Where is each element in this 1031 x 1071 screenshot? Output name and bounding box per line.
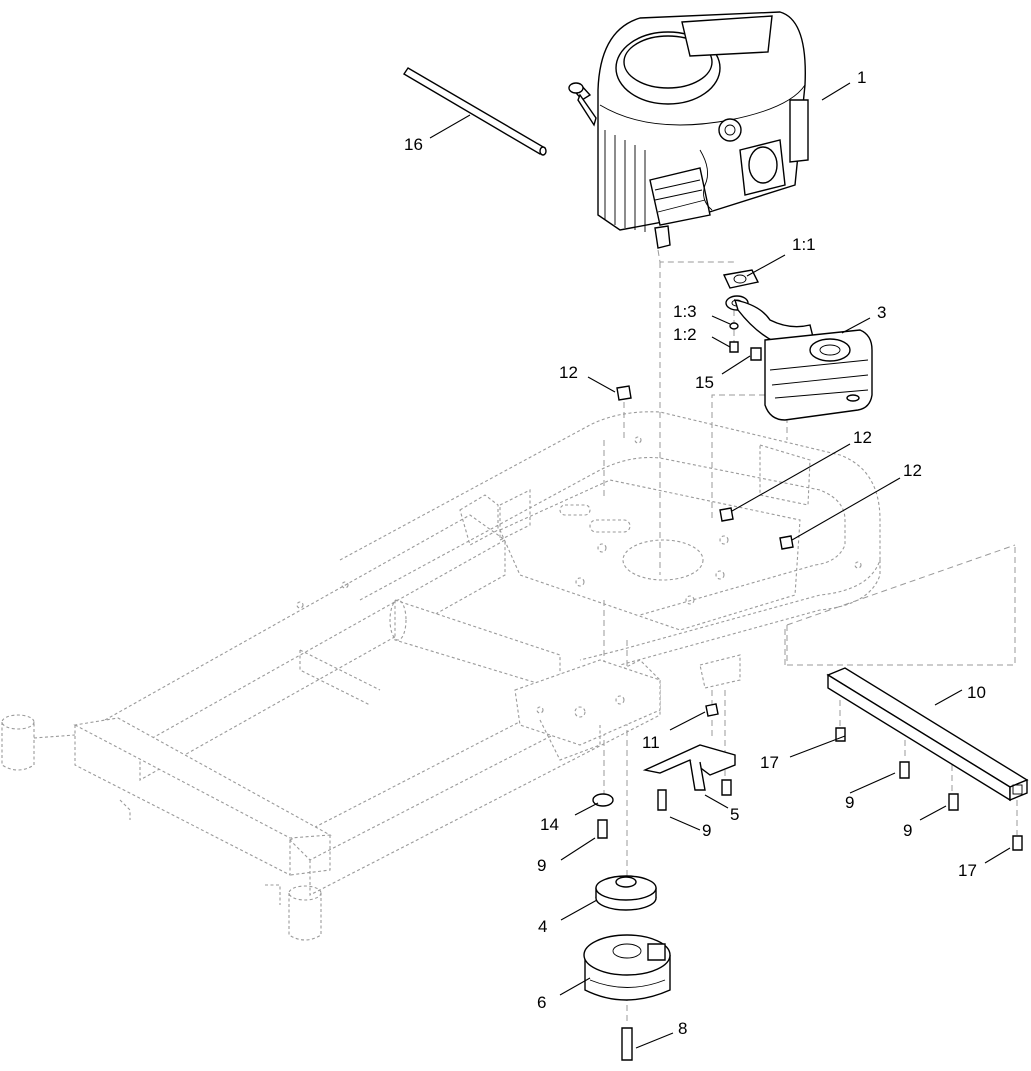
callout-14: 14	[540, 815, 559, 834]
bracket-5-part	[642, 744, 736, 791]
bolts	[597, 727, 1023, 851]
callout-10: 10	[967, 683, 986, 702]
bolt-8	[621, 1027, 633, 1061]
callout-11: 11	[642, 733, 660, 752]
callout-5: 5	[730, 805, 739, 824]
callout-12-a: 12	[559, 363, 578, 382]
callout-12-b: 12	[853, 428, 872, 447]
callout-12-c: 12	[903, 461, 922, 480]
muffler-part	[733, 299, 873, 421]
callout-6: 6	[537, 993, 546, 1012]
clutch-part	[583, 934, 671, 1001]
nuts-12	[616, 385, 794, 550]
callout-9-d: 9	[903, 821, 912, 840]
washer-nut	[592, 703, 719, 807]
rod-part	[403, 67, 547, 156]
callout-9-b: 9	[702, 821, 711, 840]
leader-lines	[429, 82, 1011, 1049]
mower-frame	[1, 411, 881, 941]
callout-17-a: 17	[760, 753, 779, 772]
callout-1-1: 1:1	[792, 235, 816, 254]
callout-1-2: 1:2	[673, 325, 697, 344]
callout-17-b: 17	[958, 861, 977, 880]
rear-bar-part	[826, 667, 1029, 802]
bolt-15	[750, 347, 762, 361]
pulley-part	[595, 875, 657, 911]
callout-9-c: 9	[845, 793, 854, 812]
callout-16: 16	[404, 135, 423, 154]
callout-8: 8	[678, 1019, 687, 1038]
callout-4: 4	[538, 917, 547, 936]
callout-15: 15	[695, 373, 714, 392]
callout-1-3: 1:3	[673, 302, 697, 321]
engine-part	[568, 11, 809, 249]
callout-1: 1	[857, 68, 866, 87]
callout-labels: 1 16 1:1 1:3 1:2 3 15 12 12 12 10 11 17 …	[404, 68, 986, 1038]
callout-9-a: 9	[537, 856, 546, 875]
callout-3: 3	[877, 303, 886, 322]
